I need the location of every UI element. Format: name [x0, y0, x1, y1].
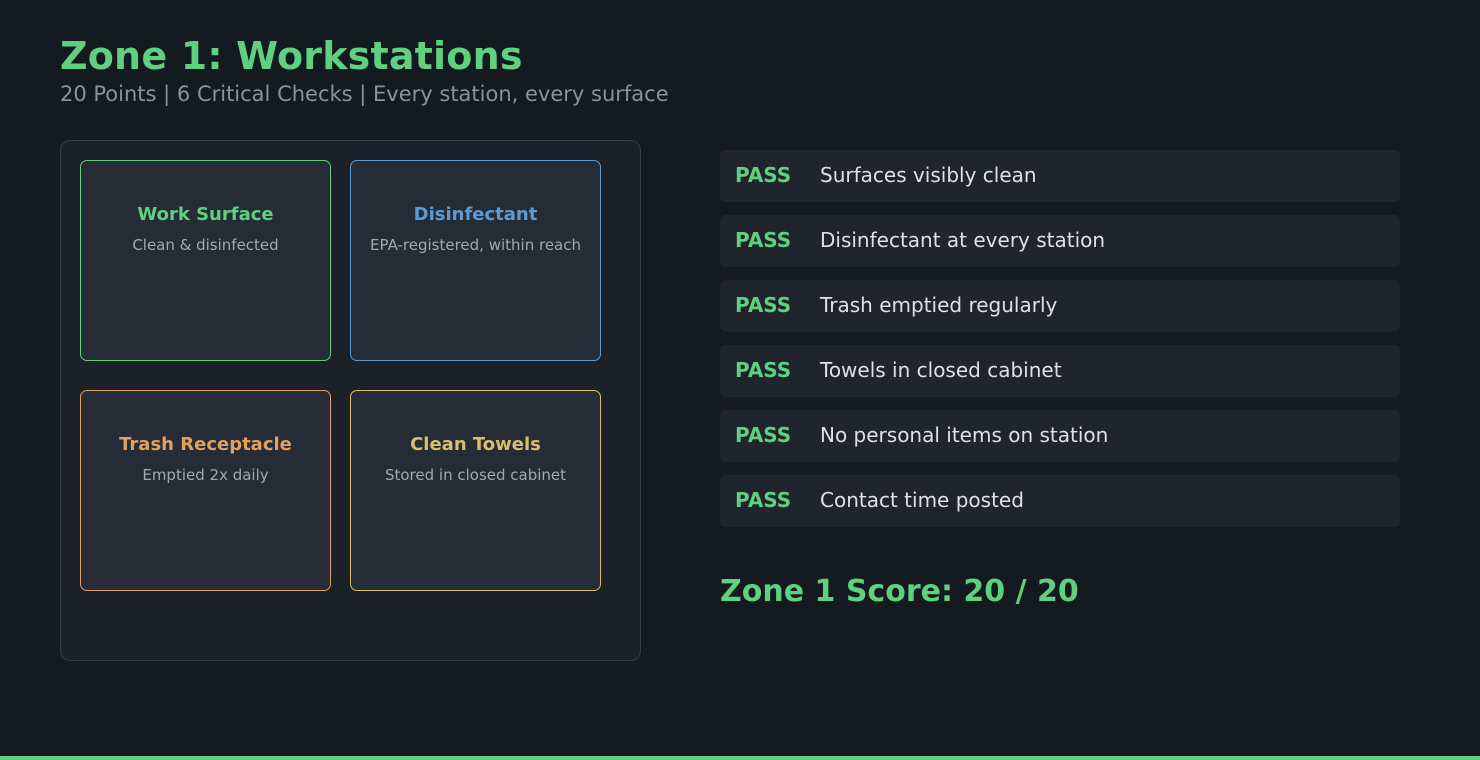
check-row: PASS Disinfectant at every station: [720, 215, 1400, 267]
check-label: Trash emptied regularly: [820, 293, 1058, 317]
pass-badge: PASS: [735, 423, 792, 447]
card-trash-receptacle: Trash Receptacle Emptied 2x daily: [80, 390, 331, 591]
check-row: PASS Contact time posted: [720, 475, 1400, 527]
card-title: Work Surface: [137, 204, 274, 225]
workstation-panel: Work Surface Clean & disinfected Disinfe…: [60, 140, 641, 661]
pass-badge: PASS: [735, 163, 792, 187]
check-row: PASS Trash emptied regularly: [720, 280, 1400, 332]
check-label: Towels in closed cabinet: [820, 358, 1062, 382]
page-title: Zone 1: Workstations: [60, 34, 523, 78]
card-description: EPA-registered, within reach: [370, 236, 581, 254]
pass-badge: PASS: [735, 228, 792, 252]
check-label: Contact time posted: [820, 488, 1024, 512]
check-row: PASS Towels in closed cabinet: [720, 345, 1400, 397]
check-row: PASS Surfaces visibly clean: [720, 150, 1400, 202]
card-disinfectant: Disinfectant EPA-registered, within reac…: [350, 160, 601, 361]
card-title: Trash Receptacle: [119, 434, 292, 455]
check-label: Disinfectant at every station: [820, 228, 1106, 252]
check-row: PASS No personal items on station: [720, 410, 1400, 462]
check-label: Surfaces visibly clean: [820, 163, 1037, 187]
card-description: Clean & disinfected: [132, 236, 279, 254]
bottom-accent-bar: [0, 756, 1480, 760]
check-label: No personal items on station: [820, 423, 1109, 447]
pass-badge: PASS: [735, 358, 792, 382]
card-title: Clean Towels: [410, 434, 541, 455]
pass-badge: PASS: [735, 488, 792, 512]
page-subtitle: 20 Points | 6 Critical Checks | Every st…: [60, 82, 669, 106]
card-description: Emptied 2x daily: [142, 466, 269, 484]
card-clean-towels: Clean Towels Stored in closed cabinet: [350, 390, 601, 591]
zone-score: Zone 1 Score: 20 / 20: [720, 574, 1079, 609]
card-work-surface: Work Surface Clean & disinfected: [80, 160, 331, 361]
card-title: Disinfectant: [413, 204, 538, 225]
card-description: Stored in closed cabinet: [384, 466, 567, 484]
pass-badge: PASS: [735, 293, 792, 317]
